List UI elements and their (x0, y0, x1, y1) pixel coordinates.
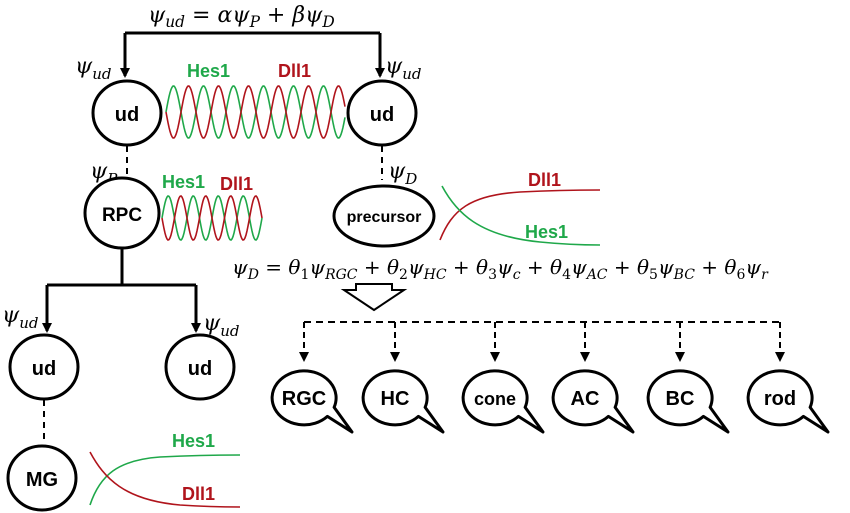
fate-bubble-cone (461, 369, 545, 434)
psi-ud-label-top-left: ψud (75, 54, 112, 83)
equation-subscript: HC (423, 267, 447, 283)
equation-term: ψ (571, 255, 587, 279)
equation-subscript: r (761, 267, 769, 283)
hollow-down-arrow (340, 283, 408, 312)
fate-label-rod: rod (764, 388, 796, 410)
equation-subscript: c (513, 267, 521, 283)
fate-bubble-hc (361, 369, 445, 434)
fate-bubble-rod (746, 369, 830, 434)
equation-term: ψ (408, 255, 424, 279)
node-mg-label: MG (26, 469, 58, 491)
node-mg (6, 444, 78, 512)
equation-term: αψ (217, 3, 250, 28)
fate-label-cone: cone (474, 389, 516, 409)
equation-term: + (260, 3, 292, 28)
gene-label-dll1-rpc: Dll1 (220, 174, 253, 194)
oscillation-dll1-top (165, 85, 346, 139)
gene-label-hes1-top: Hes1 (187, 61, 230, 81)
equation-subscript: AC (585, 267, 608, 283)
equation-subscript: RGC (324, 267, 358, 283)
equation-subscript: D (321, 13, 334, 31)
oscillation-dll1-rpc (161, 195, 263, 241)
equation-term: ψ (309, 255, 325, 279)
fate-label-rgc: RGC (282, 388, 326, 410)
equation-psi-ud: ψud = αψP + βψD (148, 3, 335, 31)
psi-ud-label-bottom-left: ψud (2, 303, 39, 332)
fate-bubble-rgc (270, 369, 354, 434)
equation-term: + (447, 255, 476, 279)
fate-arrows-group (299, 322, 785, 362)
equation-term: + (695, 255, 724, 279)
fate-bubble-ac (551, 369, 635, 434)
equation-term: θ (476, 255, 488, 279)
curve-dll1-precursor-rising (439, 189, 601, 241)
equation-term: ψ (148, 3, 166, 28)
psi-ud-label-top-right: ψud (385, 54, 422, 83)
equation-subscript: 3 (488, 267, 497, 283)
curve-dll1-mg-falling (89, 451, 241, 508)
fate-label-ac: AC (571, 388, 600, 410)
equation-term: + (358, 255, 387, 279)
node-rpc-label: RPC (102, 205, 142, 226)
equation-psi-d: ψD = θ1ψRGC + θ2ψHC + θ3ψc + θ4ψAC + θ5ψ… (232, 255, 769, 283)
equation-term: ψ (745, 255, 761, 279)
equation-term: = (259, 255, 288, 279)
node-ud-top-right-label: ud (370, 104, 394, 126)
node-precursor (332, 184, 436, 248)
node-ud-bottom-left (8, 333, 80, 401)
equation-term: + (608, 255, 637, 279)
fate-bubbles-group: RGC HC cone AC BC rod (270, 369, 830, 434)
node-ud-bottom-right-label: ud (188, 358, 212, 380)
node-ud-bottom-right (164, 333, 236, 401)
equation-subscript: ud (165, 13, 185, 31)
node-ud-top-left-label: ud (115, 104, 139, 126)
equation-subscript: 6 (736, 267, 745, 283)
equation-term: ψ (658, 255, 674, 279)
node-ud-top-right (346, 79, 418, 147)
gene-label-hes1-precursor: Hes1 (525, 222, 568, 242)
equation-term: θ (550, 255, 562, 279)
gene-label-dll1-top: Dll1 (278, 61, 311, 81)
equation-subscript: 4 (562, 267, 571, 283)
equation-subscript: 1 (300, 267, 309, 283)
equation-term: θ (724, 255, 736, 279)
equation-subscript: P (249, 13, 261, 31)
node-precursor-label: precursor (347, 209, 422, 226)
gene-label-hes1-rpc: Hes1 (162, 172, 205, 192)
equation-term: ψ (232, 255, 248, 279)
curve-hes1-mg-rising (89, 454, 241, 506)
psi-ud-label-bottom-right: ψud (203, 311, 240, 340)
equation-term: θ (288, 255, 300, 279)
equation-term: = (185, 3, 217, 28)
gene-label-dll1-mg: Dll1 (182, 484, 215, 504)
fate-bubble-bc (646, 369, 730, 434)
equation-term: + (521, 255, 550, 279)
equation-term: βψ (291, 3, 323, 28)
psi-d-label: ψD (388, 159, 417, 188)
equation-term: θ (637, 255, 649, 279)
node-ud-top-left (91, 79, 163, 147)
equation-subscript: 2 (399, 267, 408, 283)
gene-label-dll1-precursor: Dll1 (528, 170, 561, 190)
equation-subscript: D (247, 267, 259, 283)
node-ud-bottom-left-label: ud (32, 358, 56, 380)
equation-subscript: 5 (649, 267, 658, 283)
curve-hes1-precursor-falling (441, 185, 601, 246)
gene-label-hes1-mg: Hes1 (172, 431, 215, 451)
equation-subscript: BC (673, 267, 696, 283)
fate-label-hc: HC (381, 388, 410, 410)
equation-term: ψ (497, 255, 513, 279)
equation-term: θ (387, 255, 399, 279)
fate-label-bc: BC (666, 388, 695, 410)
